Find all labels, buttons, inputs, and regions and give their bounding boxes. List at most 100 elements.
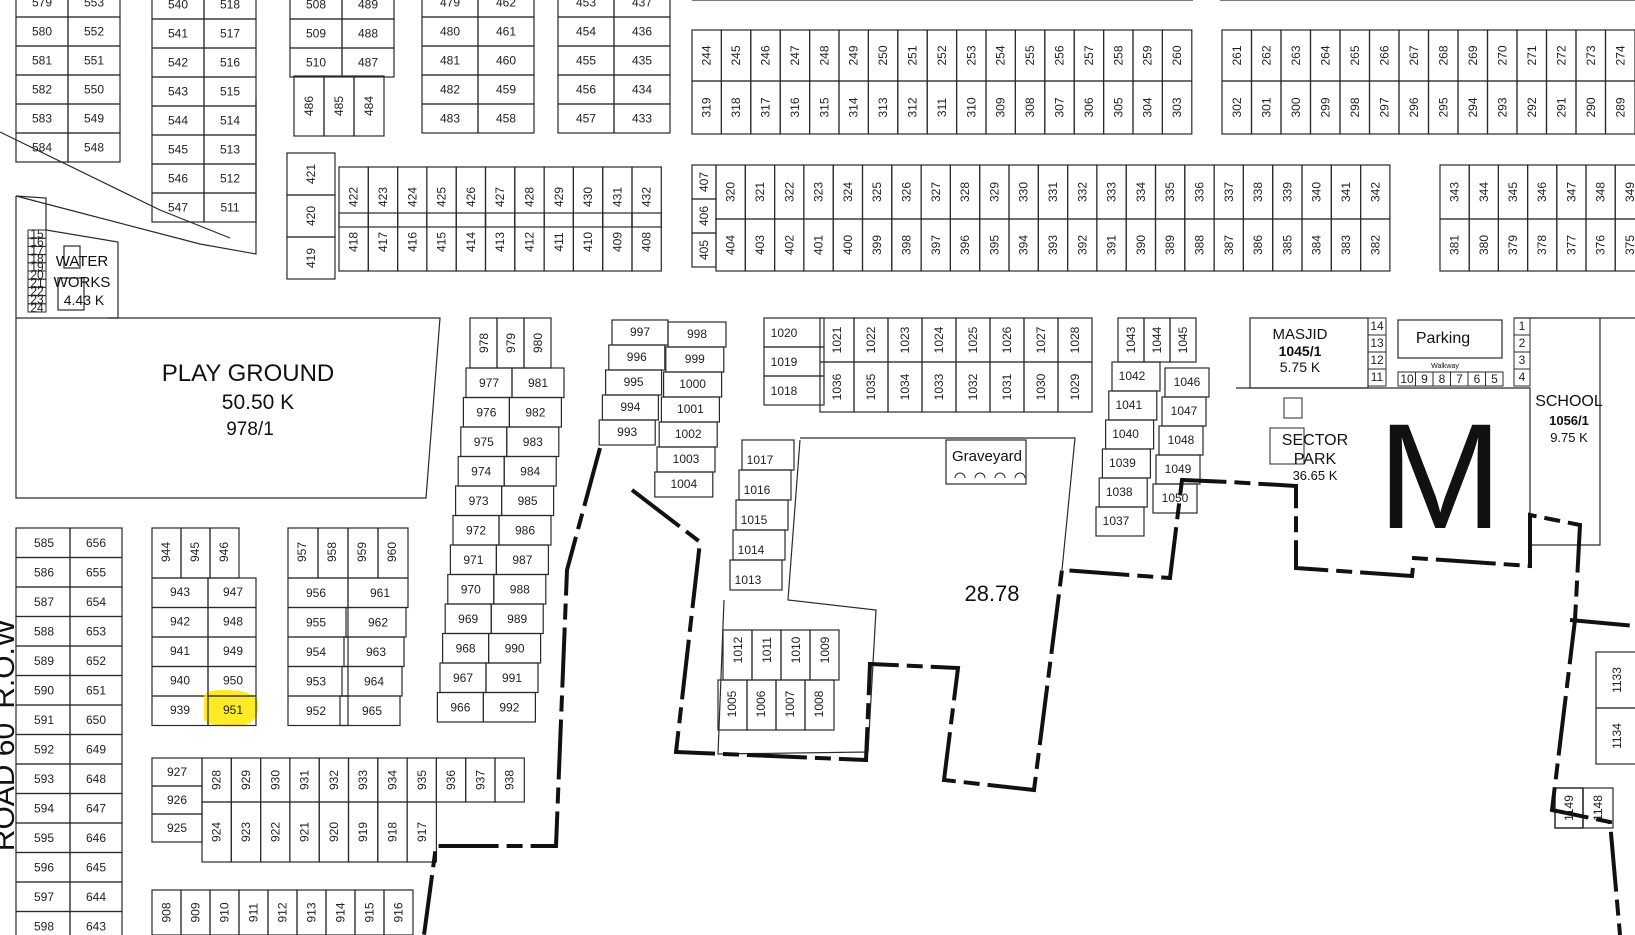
plot-number: 514: [220, 114, 240, 128]
plot-number: 9: [1421, 372, 1428, 386]
plot-number: 413: [493, 232, 507, 252]
block-letter: M: [1378, 392, 1503, 560]
plot-number: 410: [581, 232, 595, 252]
plot-number: 1043: [1124, 326, 1138, 353]
block-outline: [1614, 218, 1635, 272]
plot-number: 411: [552, 232, 566, 251]
plot-number: 343: [1448, 182, 1462, 202]
plot-number: 24: [30, 301, 44, 315]
plot-number: 326: [899, 182, 913, 202]
plot-number: 255: [1023, 45, 1037, 65]
plot-number: 1011: [760, 637, 774, 663]
plot-number: 649: [86, 743, 106, 757]
plot-number: 1036: [830, 373, 844, 400]
plot-number: 977: [479, 376, 499, 390]
plot-number: 1041: [1115, 398, 1142, 412]
plot-number: 986: [515, 524, 535, 538]
plot-number: 389: [1163, 235, 1177, 255]
plot-number: 1045: [1176, 326, 1190, 353]
plot-number: 263: [1289, 45, 1303, 65]
plot-number: 998: [687, 327, 707, 341]
plot-number: 1020: [771, 326, 798, 340]
block-outline: [1513, 368, 1531, 387]
plot-number: 378: [1535, 235, 1549, 255]
plot-number: 993: [617, 425, 637, 439]
sector-park-label: SECTOR: [1282, 432, 1348, 449]
plot-number: 414: [464, 232, 478, 252]
plot-number: 970: [461, 583, 481, 597]
plot-number: 656: [86, 536, 106, 550]
plot-number: 271: [1525, 45, 1539, 65]
block-outline: [383, 889, 414, 935]
block-outline: [67, 132, 121, 163]
graveyard-label: Graveyard: [952, 448, 1022, 465]
plot-number: 647: [86, 802, 106, 816]
plot-number: 1149: [1562, 795, 1576, 821]
plot-number: 12: [1370, 353, 1384, 367]
plot-number: 920: [327, 822, 341, 842]
plot-number: 316: [788, 97, 802, 117]
plot-number: 309: [994, 97, 1008, 117]
plot-number: 409: [610, 232, 624, 252]
plot-number: 932: [327, 770, 341, 790]
block-outline: [15, 100, 257, 255]
plot-number: 1027: [1034, 326, 1048, 353]
plot-number: 933: [356, 770, 370, 790]
grave-marker: [994, 472, 1006, 479]
plot-number: 983: [523, 435, 543, 449]
block-outline: [763, 375, 825, 406]
plot-number: 340: [1310, 182, 1324, 202]
plot-number: 301: [1259, 97, 1273, 117]
plot-number: 548: [84, 141, 104, 155]
plot-number: 546: [168, 172, 188, 186]
plot-number: 509: [306, 27, 326, 41]
plot-number: 1049: [1165, 462, 1192, 476]
plot-number: 550: [84, 83, 104, 97]
block-outline: [1152, 483, 1198, 514]
plot-number: 543: [168, 85, 188, 99]
plot-number: 323: [812, 182, 826, 202]
plot-number: 13: [1370, 336, 1384, 350]
plot-number: 265: [1348, 45, 1362, 65]
plot-number: 1038: [1106, 485, 1133, 499]
plot-number: 460: [496, 54, 516, 68]
plot-number: 397: [929, 235, 943, 255]
plot-number: 457: [576, 112, 596, 126]
plot-number: 296: [1407, 97, 1421, 117]
plot-number: 315: [817, 97, 831, 117]
plot-number: 299: [1318, 97, 1332, 117]
plot-number: 429: [552, 187, 566, 207]
plot-number: 587: [34, 595, 54, 609]
plot-number: 3: [1519, 353, 1526, 367]
block-outline: [27, 303, 47, 313]
plot-number: 375: [1623, 235, 1635, 255]
plot-number: 1012: [731, 636, 745, 663]
plot-number: 295: [1436, 97, 1450, 117]
plot-number: 1014: [738, 543, 765, 557]
plot-number: 321: [753, 182, 767, 202]
plot-number: 949: [223, 644, 243, 658]
plot-number: 488: [358, 27, 378, 41]
block-outline: [341, 47, 395, 78]
sector-park-label-2: PARK: [1294, 451, 1337, 468]
plot-number: 940: [170, 674, 190, 688]
plot-number: 953: [306, 675, 326, 689]
plot-number: 427: [493, 187, 507, 207]
plot-number: 418: [347, 232, 361, 252]
plot-number: 518: [220, 0, 240, 12]
block-outline: [1283, 397, 1303, 419]
plot-number: 453: [576, 0, 596, 10]
plot-number: 919: [356, 822, 370, 842]
plot-number: 382: [1368, 235, 1382, 255]
plot-number: 551: [84, 54, 104, 68]
plot-number: 943: [170, 585, 190, 599]
plot-number: 981: [528, 376, 548, 390]
plot-number: 946: [217, 542, 231, 562]
plot-number: 16: [30, 235, 44, 249]
plot-number: 581: [32, 54, 52, 68]
plot-number: 399: [870, 235, 884, 255]
plot-number: 258: [1111, 45, 1125, 65]
play-ground-area: 50.50 K: [222, 391, 294, 414]
plot-number: 552: [84, 25, 104, 39]
plot-number: 909: [189, 902, 203, 922]
